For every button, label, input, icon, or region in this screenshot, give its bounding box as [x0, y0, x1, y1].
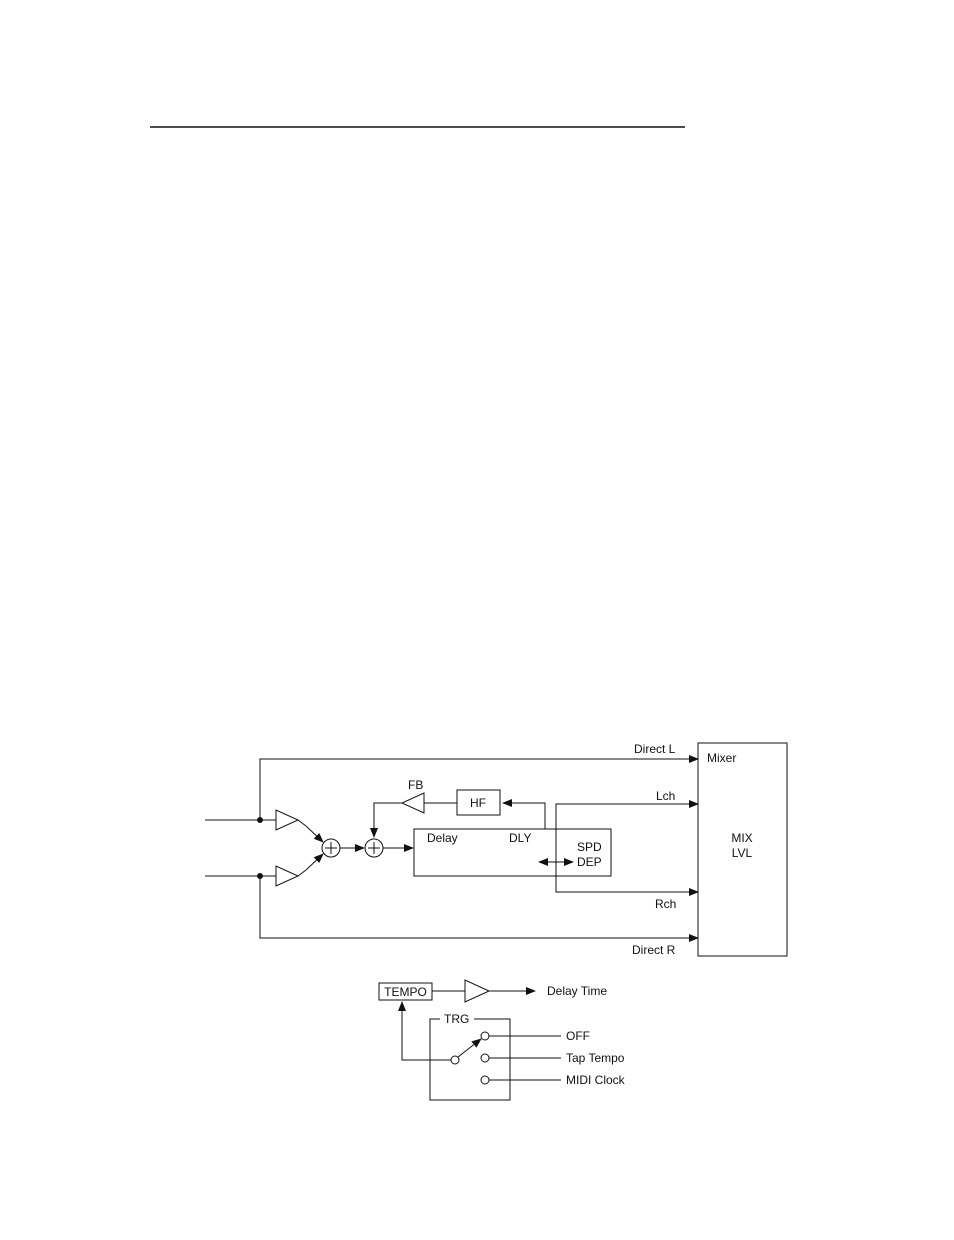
- midi-clock-label: MIDI Clock: [566, 1073, 626, 1087]
- switch-contact-tap-icon: [481, 1054, 489, 1062]
- spd-label: SPD: [577, 840, 602, 854]
- direct-r-label: Direct R: [632, 943, 676, 957]
- delay-time-label: Delay Time: [547, 984, 607, 998]
- switch-contact-off-icon: [481, 1032, 489, 1040]
- fb-amp-icon: [402, 793, 424, 813]
- tap-tempo-label: Tap Tempo: [566, 1051, 625, 1065]
- mixer-label: Mixer: [707, 751, 736, 765]
- lch-label: Lch: [656, 789, 675, 803]
- lvl-label: LVL: [732, 846, 753, 860]
- switch-to-tempo-path: [402, 1002, 451, 1060]
- rch-label: Rch: [655, 897, 676, 911]
- switch-contact-midi-icon: [481, 1076, 489, 1084]
- switch-arm: [458, 1039, 481, 1057]
- feedback-tap-line: [503, 803, 545, 829]
- mix-label: MIX: [731, 831, 752, 845]
- fb-to-adder-line: [374, 803, 402, 837]
- fb-label: FB: [408, 778, 423, 792]
- trg-label: TRG: [444, 1012, 469, 1026]
- amp-right-to-adder: [298, 854, 323, 876]
- switch-pivot-icon: [451, 1056, 459, 1064]
- dep-label: DEP: [577, 855, 602, 869]
- tempo-label: TEMPO: [384, 985, 427, 999]
- direct-r-path: [260, 876, 698, 938]
- direct-l-label: Direct L: [634, 742, 676, 756]
- tempo-amp-icon: [465, 980, 489, 1002]
- amp-left-to-adder: [298, 820, 323, 842]
- lch-output-path: [556, 804, 698, 829]
- input-amp-left-icon: [276, 810, 298, 830]
- hf-label: HF: [470, 796, 486, 810]
- delay-label: Delay: [427, 831, 458, 845]
- effect-block-diagram: [205, 743, 787, 956]
- rch-output-path: [556, 876, 698, 892]
- input-amp-right-icon: [276, 866, 298, 886]
- dly-label: DLY: [509, 831, 531, 845]
- off-label: OFF: [566, 1029, 590, 1043]
